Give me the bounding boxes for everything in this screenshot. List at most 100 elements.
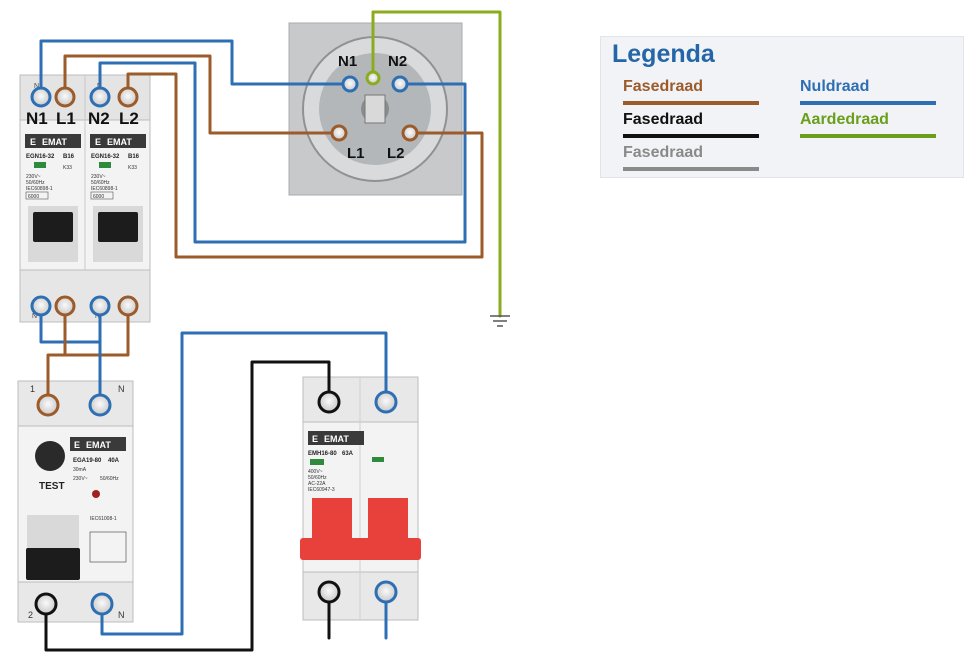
mcb-left-model: EGN16-32 (26, 154, 55, 160)
mcb-left-kind: K33 (63, 165, 72, 171)
rcd-breaker: 1 N 2 N TEST E EMAT EGA19-80 40A 30mA 23… (17, 380, 134, 623)
legend-label: Fasedraad (623, 111, 704, 128)
legend-swatch (800, 134, 936, 138)
socket-label-n1: N1 (338, 53, 357, 70)
mcb-right-spec2: 50/60Hz (91, 180, 110, 186)
svg-text:E: E (312, 434, 318, 444)
socket-terminal (391, 75, 409, 93)
socket-earth-terminal (365, 70, 381, 86)
phase-bus-bottom (63, 304, 130, 357)
svg-text:E: E (95, 137, 101, 147)
svg-text:E: E (30, 137, 36, 147)
isolator-toggle-left[interactable] (312, 498, 352, 542)
mcb-double-breaker: N N N N N1 L1 N2 L2 E EMAT EGN16-32 B16 … (19, 74, 151, 323)
rcd-circuit-diagram (89, 531, 127, 563)
terminal-screw (90, 592, 114, 616)
legend-item-fase-black: Fasedraad (623, 110, 763, 138)
legend-swatch (623, 167, 759, 171)
mcb-right-spec3: IEC60898-1 (91, 186, 118, 192)
neutral-bus-bottom (39, 304, 102, 344)
legend-label: Nuldraad (800, 78, 870, 95)
rcd-test-button[interactable] (35, 441, 65, 471)
legend-title: Legenda (612, 40, 715, 68)
legend-label: Fasedraad (623, 144, 704, 161)
socket-label-l2: L2 (387, 145, 405, 162)
mcb-left-spec2: 50/60Hz (26, 180, 45, 186)
mcb-right-brand: EMAT (107, 137, 132, 147)
legend-item-fase-grey: Fasedraad (623, 143, 763, 171)
isolator-toggle-right[interactable] (368, 498, 408, 542)
isolator-rating: 63A (342, 451, 354, 457)
mcb-left-spec3: IEC60898-1 (26, 186, 53, 192)
terminal-screw (117, 295, 139, 317)
legend: Legenda Fasedraad Fasedraad Fasedraad Nu… (600, 36, 964, 178)
terminal-screw (54, 295, 76, 317)
rcd-toggle[interactable] (26, 548, 80, 580)
terminal-label-l1: L1 (56, 109, 76, 128)
mcb-left-toggle[interactable] (33, 212, 73, 242)
mcb-bottom-n-label: N (32, 313, 37, 320)
terminal-screw (89, 86, 111, 108)
mcb-right-kind: K33 (128, 165, 137, 171)
rcd-voltage: 230V~ (73, 476, 88, 482)
neutral-rcd-to-isolator (100, 331, 388, 636)
rcd-indicator (92, 490, 100, 498)
terminal-screw (34, 592, 58, 616)
isolator-switch: E EMAT EMH16-80 63A 400V~ 50/60Hz AC-22A… (300, 376, 421, 621)
terminal-label-l2: L2 (119, 109, 139, 128)
rcd-rating: 40A (108, 458, 120, 464)
terminal-screw (374, 580, 398, 604)
phase-wire-l1 (63, 54, 341, 135)
terminal-screw (317, 580, 341, 604)
socket-terminal (341, 75, 359, 93)
svg-text:E: E (74, 440, 80, 450)
rcd-bottom-label-n: N (118, 610, 125, 620)
rcd-top-label-n: N (118, 384, 125, 394)
legend-item-nuldraad: Nuldraad (800, 77, 940, 105)
mcb-left-brand: EMAT (42, 137, 67, 147)
mcb-bottom-n-label: N (95, 313, 100, 320)
terminal-screw (317, 390, 341, 414)
rcd-top-label-1: 1 (30, 384, 35, 394)
socket-label-n2: N2 (388, 53, 407, 70)
terminal-label-n1: N1 (26, 109, 48, 128)
isolator-brand: EMAT (324, 434, 349, 444)
isolator-spec1: 400V~ (308, 469, 323, 475)
terminal-screw (89, 295, 111, 317)
rcd-sensitivity: 30mA (73, 467, 87, 473)
phase-wire-l2 (126, 72, 484, 259)
phase-rcd-to-isolator (44, 360, 331, 652)
wall-socket: N1 N2 L1 L2 (288, 22, 463, 196)
terminal-screw (117, 86, 139, 108)
isolator-spec4: IEC60947-3 (308, 487, 335, 493)
legend-swatch (800, 101, 936, 105)
ground-symbol (490, 315, 510, 327)
socket-label-l1: L1 (347, 145, 365, 162)
terminals (30, 70, 419, 616)
terminal-screw (374, 390, 398, 414)
rcd-standard: IEC61008-1 (90, 516, 117, 522)
legend-item-fase-brown: Fasedraad (623, 77, 763, 105)
mcb-left-spec4: 6000 (28, 194, 39, 200)
rcd-bottom-label-2: 2 (28, 610, 33, 620)
isolator-spec3: AC-22A (308, 481, 326, 487)
terminal-label-n2: N2 (88, 109, 110, 128)
mcb-right-spec1: 230V~ (91, 174, 106, 180)
mcb-right-rating: B16 (128, 154, 140, 160)
isolator-toggle-bar[interactable] (300, 538, 421, 560)
mcb-right-toggle[interactable] (98, 212, 138, 242)
socket-terminal (401, 124, 419, 142)
mcb-right-label: E EMAT EGN16-32 B16 K33 230V~ 50/60Hz IE… (90, 134, 146, 200)
terminal-screw (30, 86, 52, 108)
terminal-screw (30, 295, 52, 317)
terminal-screw (88, 393, 112, 417)
phase-to-rcd (46, 353, 67, 407)
mcb-right-spec4: 6000 (93, 194, 104, 200)
legend-swatch (623, 101, 759, 105)
terminal-screw (54, 86, 76, 108)
mcb-right-model: EGN16-32 (91, 154, 120, 160)
rcd-freq: 50/60Hz (100, 476, 119, 482)
socket-terminal (330, 124, 348, 142)
mcb-top-n-label: N (34, 83, 39, 90)
